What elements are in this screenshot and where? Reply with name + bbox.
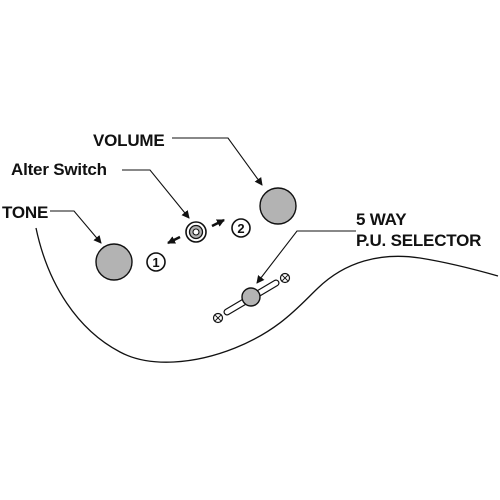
tone-label: TONE xyxy=(2,203,49,222)
selector-leader-line xyxy=(256,230,356,284)
selector-knob xyxy=(241,287,261,307)
position-1-arrow xyxy=(167,235,181,245)
tone-leader-line xyxy=(50,210,102,244)
screw-left-icon xyxy=(212,312,224,324)
volume-knob xyxy=(259,187,297,225)
screw-right-icon xyxy=(279,272,291,284)
position-2-badge: 2 xyxy=(231,218,251,238)
alter-switch xyxy=(185,221,207,243)
tone-knob xyxy=(95,243,133,281)
alter-switch-label: Alter Switch xyxy=(11,160,107,179)
body-outline-curve xyxy=(35,227,499,363)
pickup-selector xyxy=(212,272,291,324)
selector-label-line2: P.U. SELECTOR xyxy=(356,231,482,250)
selector-label-line1: 5 WAY xyxy=(356,210,407,229)
position-2-label: 2 xyxy=(237,221,244,236)
alter-switch-leader-line xyxy=(122,169,190,219)
position-1-label: 1 xyxy=(152,255,159,270)
volume-label: VOLUME xyxy=(93,131,165,150)
position-2-arrow xyxy=(211,218,225,228)
volume-leader-line xyxy=(172,137,263,186)
position-1-badge: 1 xyxy=(146,252,166,272)
